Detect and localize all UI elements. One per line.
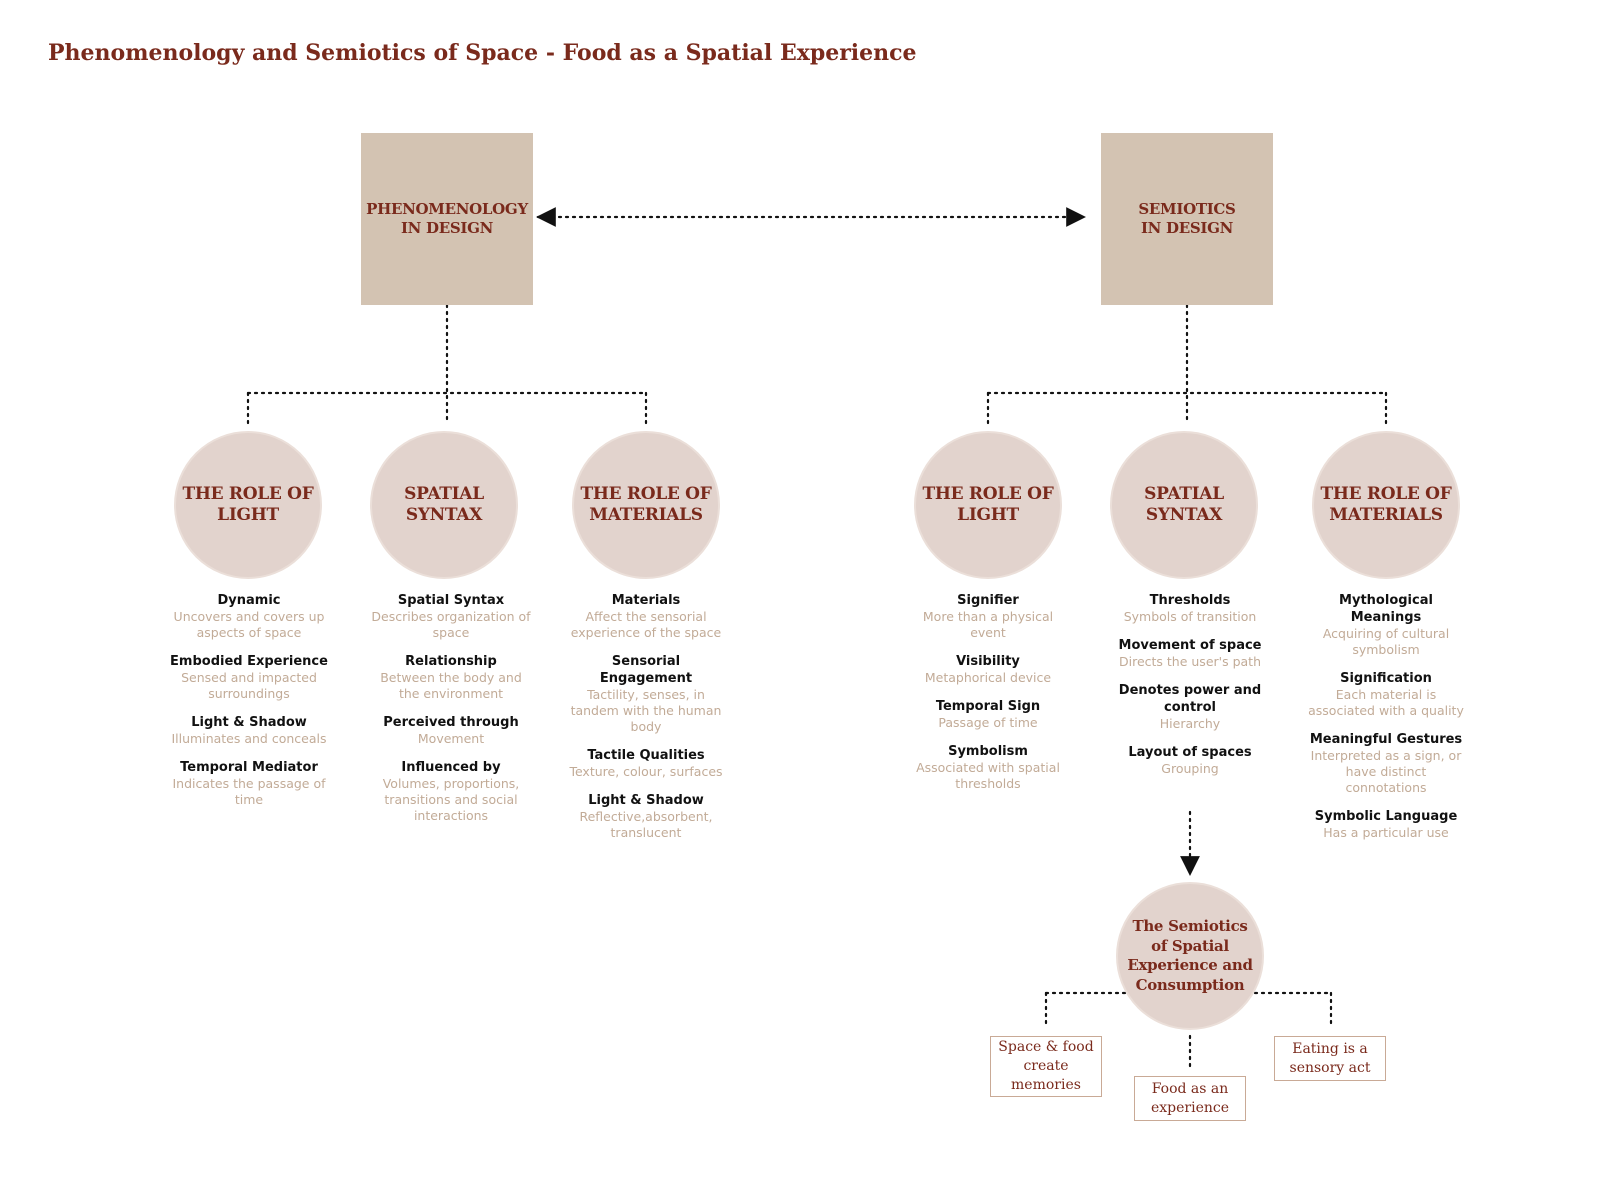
- item-heading: Signifier: [957, 593, 1019, 608]
- outcome-box-sensory-act: Eating is a sensory act: [1274, 1036, 1386, 1081]
- item-heading: Temporal Sign: [935, 699, 1041, 714]
- item-description: Volumes, proportions, transitions and so…: [382, 776, 520, 823]
- phenomenology-syntax-list: Spatial Syntax Describes organization of…: [371, 592, 531, 836]
- item-description: Reflective,absorbent, translucent: [579, 809, 713, 840]
- item-description: Directs the user's path: [1118, 654, 1261, 669]
- list-item: Mythological Meanings Acquiring of cultu…: [1306, 592, 1466, 658]
- list-item: Meaningful Gestures Interpreted as a sig…: [1306, 731, 1466, 796]
- list-item: Light & Shadow Illuminates and conceals: [169, 714, 329, 747]
- item-heading: Relationship: [405, 654, 497, 669]
- item-description: Indicates the passage of time: [172, 776, 326, 807]
- item-heading: Thresholds: [1149, 593, 1231, 608]
- item-heading: Layout of spaces: [1128, 745, 1252, 760]
- phenomenology-role-of-materials-circle: THE ROLE OF MATERIALS: [572, 431, 720, 579]
- item-description: More than a physical event: [922, 609, 1054, 640]
- phenomenology-role-of-light-circle: THE ROLE OF LIGHT: [174, 431, 322, 579]
- item-description: Movement: [417, 731, 485, 746]
- item-heading: Movement of space: [1118, 638, 1262, 653]
- item-description: Illuminates and conceals: [171, 731, 327, 746]
- item-heading: Sensorial Engagement: [599, 654, 693, 686]
- phenomenology-spatial-syntax-circle: SPATIAL SYNTAX: [370, 431, 518, 579]
- list-item: Signifier More than a physical event: [908, 592, 1068, 641]
- item-heading: Temporal Mediator: [180, 760, 318, 775]
- item-description: Uncovers and covers up aspects of space: [173, 609, 325, 640]
- item-description: Between the body and the environment: [380, 670, 522, 701]
- semiotics-role-of-materials-circle: THE ROLE OF MATERIALS: [1312, 431, 1460, 579]
- item-heading: Light & Shadow: [588, 793, 704, 808]
- list-item: Temporal Mediator Indicates the passage …: [169, 759, 329, 808]
- list-item: Symbolic Language Has a particular use: [1306, 808, 1466, 841]
- item-heading: Mythological Meanings: [1339, 593, 1433, 625]
- item-description: Hierarchy: [1159, 716, 1221, 731]
- semiotics-role-of-light-circle: THE ROLE OF LIGHT: [914, 431, 1062, 579]
- item-description: Associated with spatial thresholds: [916, 760, 1060, 791]
- list-item: Tactile Qualities Texture, colour, surfa…: [566, 747, 726, 780]
- list-item: Light & Shadow Reflective,absorbent, tra…: [566, 792, 726, 841]
- item-description: Grouping: [1161, 761, 1219, 776]
- phenomenology-materials-list: Materials Affect the sensorial experienc…: [566, 592, 726, 853]
- item-description: Has a particular use: [1323, 825, 1449, 840]
- list-item: Influenced by Volumes, proportions, tran…: [371, 759, 531, 824]
- item-description: Affect the sensorial experience of the s…: [570, 609, 722, 640]
- semiotics-of-consumption-circle: The Semiotics of Spatial Experience and …: [1116, 882, 1264, 1030]
- list-item: Temporal Sign Passage of time: [908, 698, 1068, 731]
- semiotics-in-design-box: SEMIOTICS IN DESIGN: [1101, 133, 1273, 305]
- item-description: Tactility, senses, in tandem with the hu…: [570, 687, 722, 734]
- list-item: Embodied Experience Sensed and impacted …: [169, 653, 329, 702]
- item-heading: Tactile Qualities: [587, 748, 705, 763]
- item-description: Sensed and impacted surroundings: [181, 670, 317, 701]
- item-heading: Denotes power and control: [1118, 683, 1262, 715]
- list-item: Relationship Between the body and the en…: [371, 653, 531, 702]
- item-heading: Symbolic Language: [1314, 809, 1458, 824]
- item-description: Symbols of transition: [1123, 609, 1257, 624]
- list-item: Layout of spaces Grouping: [1110, 744, 1270, 777]
- item-heading: Dynamic: [217, 593, 281, 608]
- item-description: Passage of time: [938, 715, 1038, 730]
- list-item: Spatial Syntax Describes organization of…: [371, 592, 531, 641]
- list-item: Movement of space Directs the user's pat…: [1110, 637, 1270, 670]
- semiotics-spatial-syntax-circle: SPATIAL SYNTAX: [1110, 431, 1258, 579]
- item-description: Acquiring of cultural symbolism: [1322, 626, 1450, 657]
- list-item: Signification Each material is associate…: [1306, 670, 1466, 719]
- list-item: Visibility Metaphorical device: [908, 653, 1068, 686]
- item-heading: Influenced by: [401, 760, 501, 775]
- item-description: Describes organization of space: [371, 609, 531, 640]
- list-item: Denotes power and control Hierarchy: [1110, 682, 1270, 732]
- item-heading: Spatial Syntax: [397, 593, 505, 608]
- item-heading: Light & Shadow: [191, 715, 307, 730]
- item-heading: Meaningful Gestures: [1309, 732, 1463, 747]
- item-heading: Materials: [611, 593, 681, 608]
- list-item: Thresholds Symbols of transition: [1110, 592, 1270, 625]
- outcome-box-experience: Food as an experience: [1134, 1076, 1246, 1121]
- list-item: Perceived through Movement: [371, 714, 531, 747]
- semiotics-light-list: Signifier More than a physical event Vis…: [908, 592, 1068, 804]
- item-heading: Signification: [1340, 671, 1432, 686]
- item-heading: Perceived through: [383, 715, 519, 730]
- list-item: Symbolism Associated with spatial thresh…: [908, 743, 1068, 792]
- item-description: Each material is associated with a quali…: [1308, 687, 1464, 718]
- item-description: Texture, colour, surfaces: [569, 764, 723, 779]
- outcome-box-memories: Space & food create memories: [990, 1036, 1102, 1097]
- diagram-title: Phenomenology and Semiotics of Space - F…: [48, 40, 917, 66]
- phenomenology-in-design-box: PHENOMENOLOGY IN DESIGN: [361, 133, 533, 305]
- phenomenology-light-list: Dynamic Uncovers and covers up aspects o…: [169, 592, 329, 820]
- item-heading: Symbolism: [948, 744, 1028, 759]
- item-heading: Visibility: [956, 654, 1020, 669]
- semiotics-syntax-list: Thresholds Symbols of transition Movemen…: [1110, 592, 1270, 789]
- item-heading: Embodied Experience: [170, 654, 328, 669]
- item-description: Metaphorical device: [924, 670, 1052, 685]
- item-description: Interpreted as a sign, or have distinct …: [1310, 748, 1462, 795]
- list-item: Sensorial Engagement Tactility, senses, …: [566, 653, 726, 735]
- semiotics-materials-list: Mythological Meanings Acquiring of cultu…: [1306, 592, 1466, 853]
- list-item: Dynamic Uncovers and covers up aspects o…: [169, 592, 329, 641]
- list-item: Materials Affect the sensorial experienc…: [566, 592, 726, 641]
